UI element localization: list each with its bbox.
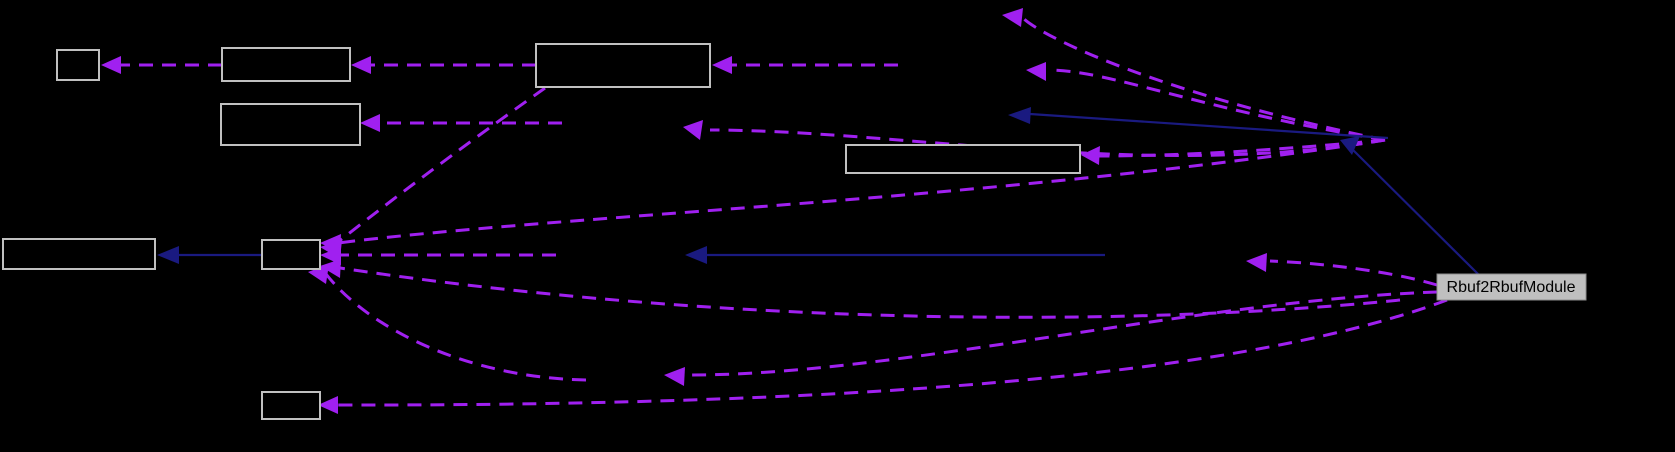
node-n1[interactable] (56, 49, 100, 81)
arrowhead-usage-focus-left-low (1246, 253, 1267, 272)
node-box-n2[interactable] (221, 47, 351, 82)
node-rbuf2rbufmodule[interactable]: Rbuf2RbufModule (1436, 273, 1587, 301)
arrowhead-usage-n8-mid (664, 367, 685, 386)
usage-edge-hub-to-n7-upper (337, 138, 1386, 245)
node-box-n1[interactable] (56, 49, 100, 81)
usage-edge-focus-to-n8 (689, 290, 1438, 377)
node-n5[interactable] (845, 144, 1081, 174)
inherit-edge-focus-to-hub (1347, 144, 1479, 275)
node-box-n4[interactable] (535, 43, 711, 88)
arrowhead-usage-top1 (1002, 8, 1023, 27)
node-box-n6[interactable] (2, 238, 156, 270)
arrowhead-usage-n4 (712, 56, 732, 74)
node-label-rbuf2rbufmodule: Rbuf2RbufModule (1447, 279, 1576, 296)
arrowhead-usage-n1 (101, 56, 121, 74)
node-box-n3[interactable] (220, 103, 361, 146)
arrowhead-inherit-n6 (157, 246, 179, 264)
usage-edge-hub-to-n4-curve (1019, 12, 1386, 142)
arrowhead-usage-n3 (360, 114, 380, 132)
node-n7[interactable] (261, 239, 321, 270)
usage-edge-lower-to-n7 (339, 266, 1401, 319)
inherit-edge-hub-to-upper-left (1029, 112, 1389, 140)
arrowhead-inherit-hub (1340, 136, 1360, 155)
node-box-n8[interactable] (261, 391, 321, 420)
node-n3[interactable] (220, 103, 361, 146)
inheritance-edges-group (178, 112, 1479, 275)
arrowhead-usage-n5 (1081, 146, 1100, 165)
arrowhead-usage-n7-e (308, 264, 329, 284)
arrowhead-usage-n7-d (320, 259, 341, 278)
arrowhead-inherit-mid (685, 246, 707, 264)
node-box-n7[interactable] (261, 239, 321, 270)
node-n6[interactable] (2, 238, 156, 270)
arrowheads-group (101, 8, 1360, 414)
usage-edge-hub-to-top2 (1047, 68, 1386, 142)
usage-edge-bottom-to-n7 (324, 273, 587, 382)
nodes-group: Rbuf2RbufModule (2, 43, 1587, 420)
usage-edge-focus-to-n8-low (337, 298, 1448, 407)
arrowhead-usage-n7-c (320, 247, 341, 265)
node-n2[interactable] (221, 47, 351, 82)
node-n4[interactable] (535, 43, 711, 88)
node-box-rbuf2rbufmodule[interactable] (1436, 273, 1587, 301)
arrowhead-usage-top2 (1026, 62, 1046, 81)
arrowhead-inherit-upper-left (1008, 107, 1031, 124)
arrowhead-usage-mid-left (683, 120, 703, 140)
node-n8[interactable] (261, 391, 321, 420)
arrowhead-usage-n8 (318, 396, 338, 414)
node-box-n5[interactable] (845, 144, 1081, 174)
usage-edge-focus-to-midleft-low (1269, 259, 1438, 287)
usage-edge-n4-to-n7 (337, 86, 546, 244)
arrowhead-usage-n2 (351, 56, 371, 74)
